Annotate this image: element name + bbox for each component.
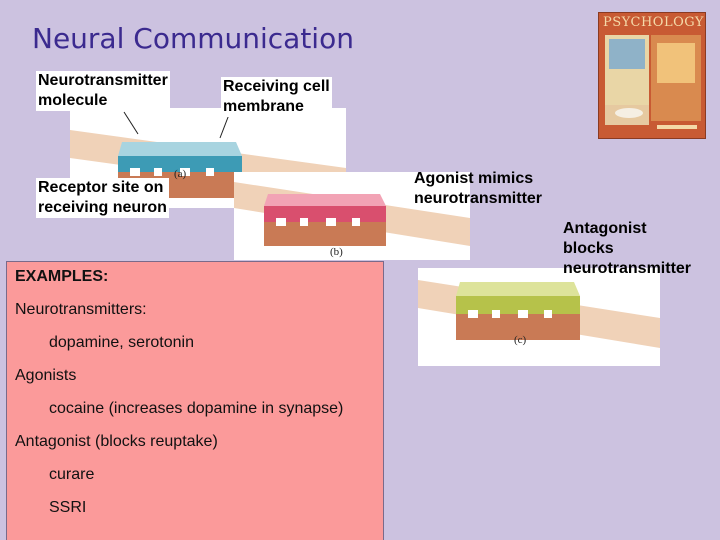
synapse-diagram-c	[418, 280, 660, 348]
diagram-panel-b: (b)	[234, 172, 470, 260]
label-receptor-site: Receptor site on receiving neuron	[36, 178, 169, 218]
antagonist-item-curare: curare	[49, 466, 95, 483]
label-antagonist: Antagonist blocks neurotransmitter	[563, 220, 692, 277]
textbook-cover-image: PSYCHOLOGY	[598, 12, 706, 139]
examples-box: EXAMPLES: Neurotransmitters: dopamine, s…	[6, 261, 384, 540]
caption-a: (a)	[174, 168, 187, 180]
antagonist-label: Antagonist (blocks reuptake)	[15, 433, 218, 450]
textbook-title: PSYCHOLOGY	[603, 15, 704, 30]
label-receiving-cell-membrane: Receiving cell membrane	[221, 77, 332, 117]
synapse-diagram-b	[234, 182, 470, 246]
caption-c: (c)	[514, 334, 527, 346]
agonists-item: cocaine (increases dopamine in synapse)	[49, 400, 344, 417]
antagonist-item-ssri: SSRI	[49, 499, 87, 516]
neurotransmitters-label: Neurotransmitters:	[15, 301, 147, 318]
diagram-panel-c: (c)	[418, 268, 660, 366]
examples-heading: EXAMPLES:	[15, 268, 109, 285]
slide-title: Neural Communication	[32, 22, 354, 55]
label-agonist: Agonist mimics neurotransmitter	[414, 170, 543, 207]
neurotransmitters-list: dopamine, serotonin	[49, 334, 194, 351]
label-neurotransmitter-molecule: Neurotransmitter molecule	[36, 71, 170, 111]
agonists-label: Agonists	[15, 367, 77, 384]
caption-b: (b)	[330, 246, 343, 258]
